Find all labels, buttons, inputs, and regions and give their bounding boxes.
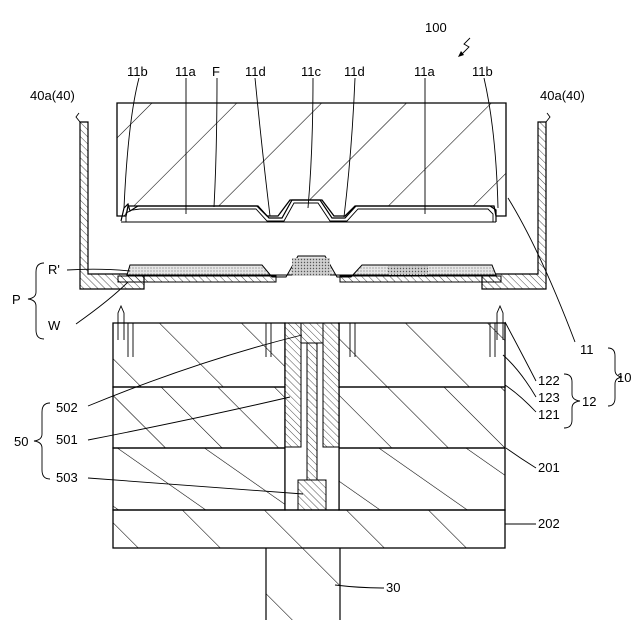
label-40a-left: 40a(40) <box>30 88 75 103</box>
label-501: 501 <box>56 432 78 447</box>
label-11a-left: 11a <box>175 64 196 79</box>
label-50: 50 <box>14 434 28 449</box>
resin-layer <box>127 256 496 277</box>
figure-number: 100 <box>425 20 447 35</box>
label-P: P <box>12 292 21 307</box>
label-201: 201 <box>538 460 560 475</box>
label-502: 502 <box>56 400 78 415</box>
label-11: 11 <box>580 342 594 357</box>
label-10: 10 <box>617 370 631 385</box>
label-11a-right: 11a <box>414 64 435 79</box>
label-40a-right: 40a(40) <box>540 88 585 103</box>
label-11b-right: 11b <box>472 64 493 79</box>
label-Rprime: R' <box>48 262 60 277</box>
label-202: 202 <box>538 516 560 531</box>
plunger-assembly <box>285 323 339 510</box>
label-30: 30 <box>386 580 400 595</box>
label-W: W <box>48 318 61 333</box>
label-503: 503 <box>56 470 78 485</box>
label-F: F <box>212 64 220 79</box>
base-plate-202 <box>113 510 505 548</box>
label-12: 12 <box>582 394 596 409</box>
column-30 <box>266 548 340 620</box>
label-11b-left: 11b <box>127 64 148 79</box>
label-11c: 11c <box>301 64 321 79</box>
label-11d-right: 11d <box>344 64 365 79</box>
figure-number-arrow <box>461 38 470 55</box>
substrate <box>118 276 501 282</box>
label-123: 123 <box>538 390 560 405</box>
figure-number-arrow-head <box>458 51 464 57</box>
label-121: 121 <box>538 407 560 422</box>
label-122: 122 <box>538 373 560 388</box>
label-11d-left: 11d <box>245 64 266 79</box>
